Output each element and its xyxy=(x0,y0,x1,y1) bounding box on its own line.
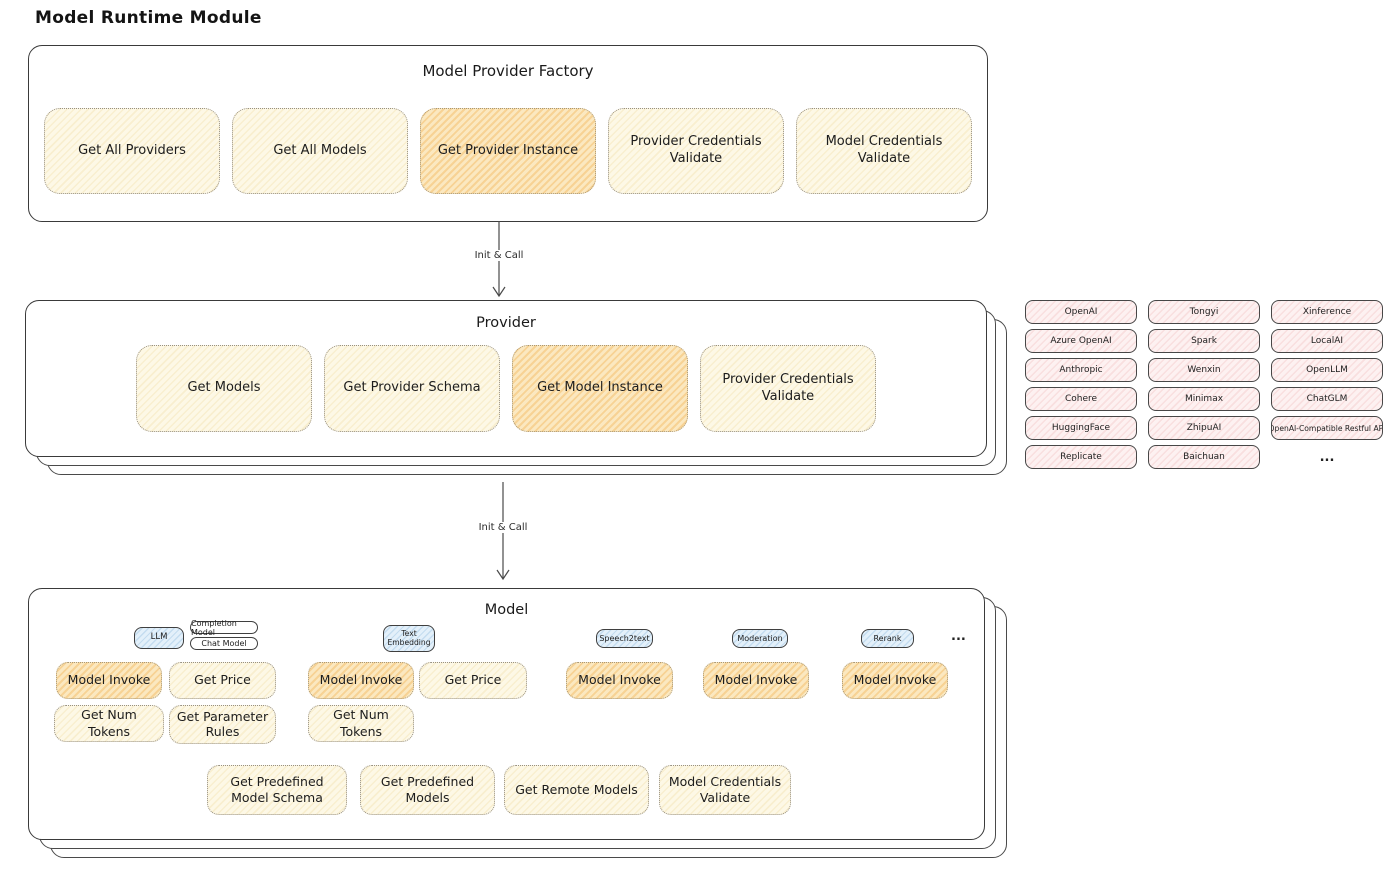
node-provider-credentials-validate: Provider Credentials Validate xyxy=(608,108,784,194)
model-panel: Model LLM Completion Model Chat Model Te… xyxy=(28,588,985,840)
provider-zhipuai: ZhipuAI xyxy=(1148,416,1260,440)
node-get-predefined-models: Get Predefined Models xyxy=(360,765,495,815)
provider-localai: LocalAI xyxy=(1271,329,1383,353)
node-model-invoke-llm: Model Invoke xyxy=(56,662,162,699)
provider-panel: Provider Get Models Get Provider Schema … xyxy=(25,300,987,457)
provider-baichuan: Baichuan xyxy=(1148,445,1260,469)
provider-openai: OpenAI xyxy=(1025,300,1137,324)
model-title: Model xyxy=(484,602,529,618)
provider-cohere: Cohere xyxy=(1025,387,1137,411)
tag-completion-model: Completion Model xyxy=(190,619,258,637)
node-get-models: Get Models xyxy=(136,345,312,432)
node-model-credentials-validate-2: Model Credentials Validate xyxy=(659,765,791,815)
node-get-all-providers: Get All Providers xyxy=(44,108,220,194)
provider-title: Provider xyxy=(476,315,536,331)
node-get-price-text-embedding: Get Price xyxy=(419,662,527,699)
provider-openllm: OpenLLM xyxy=(1271,358,1383,382)
provider-anthropic: Anthropic xyxy=(1025,358,1137,382)
model-types-more-ellipsis: ... xyxy=(951,629,966,644)
node-get-num-tokens-text-embedding: Get Num Tokens xyxy=(308,705,414,742)
node-get-remote-models: Get Remote Models xyxy=(504,765,649,815)
node-get-provider-instance: Get Provider Instance xyxy=(420,108,596,194)
factory-buttons-row: Get All Providers Get All Models Get Pro… xyxy=(29,108,987,194)
tag-chat-model: Chat Model xyxy=(190,637,258,650)
node-provider-credentials-validate-2: Provider Credentials Validate xyxy=(700,345,876,432)
node-model-invoke-speech2text: Model Invoke xyxy=(566,662,673,699)
node-get-predefined-model-schema: Get Predefined Model Schema xyxy=(207,765,347,815)
node-get-parameter-rules: Get Parameter Rules xyxy=(169,705,276,744)
node-get-price-llm: Get Price xyxy=(169,662,276,699)
tag-moderation: Moderation xyxy=(732,629,788,648)
node-model-invoke-rerank: Model Invoke xyxy=(842,662,948,699)
arrow-provider-to-model: Init & Call xyxy=(474,482,532,582)
node-get-all-models: Get All Models xyxy=(232,108,408,194)
provider-wenxin: Wenxin xyxy=(1148,358,1260,382)
tag-llm: LLM xyxy=(134,627,184,649)
tag-speech2text: Speech2text xyxy=(596,629,653,648)
provider-xinference: Xinference xyxy=(1271,300,1383,324)
provider-chatglm: ChatGLM xyxy=(1271,387,1383,411)
provider-buttons-row: Get Models Get Provider Schema Get Model… xyxy=(26,345,986,432)
page-title: Model Runtime Module xyxy=(35,8,262,28)
node-get-model-instance: Get Model Instance xyxy=(512,345,688,432)
node-model-credentials-validate: Model Credentials Validate xyxy=(796,108,972,194)
arrow-factory-to-provider: Init & Call xyxy=(470,221,528,299)
arrow-label-init-call-1: Init & Call xyxy=(470,250,528,261)
node-get-num-tokens-llm: Get Num Tokens xyxy=(54,705,164,742)
provider-spark: Spark xyxy=(1148,329,1260,353)
provider-replicate: Replicate xyxy=(1025,445,1137,469)
llm-subtags: Completion Model Chat Model xyxy=(190,619,258,650)
provider-openai-compatible: OpenAI-Compatible Restful API xyxy=(1271,416,1383,440)
arrow-label-init-call-2: Init & Call xyxy=(474,522,532,533)
node-model-invoke-moderation: Model Invoke xyxy=(703,662,809,699)
factory-title: Model Provider Factory xyxy=(422,62,594,80)
tag-text-embedding: Text Embedding xyxy=(383,625,435,652)
tag-rerank: Rerank xyxy=(861,629,914,648)
provider-minimax: Minimax xyxy=(1148,387,1260,411)
factory-panel: Model Provider Factory Get All Providers… xyxy=(28,45,988,222)
node-get-provider-schema: Get Provider Schema xyxy=(324,345,500,432)
provider-huggingface: HuggingFace xyxy=(1025,416,1137,440)
providers-grid: OpenAI Tongyi Xinference Azure OpenAI Sp… xyxy=(1025,300,1383,469)
node-model-invoke-text-embedding: Model Invoke xyxy=(308,662,414,699)
providers-more-ellipsis: ... xyxy=(1319,449,1335,465)
provider-tongyi: Tongyi xyxy=(1148,300,1260,324)
provider-azure-openai: Azure OpenAI xyxy=(1025,329,1137,353)
